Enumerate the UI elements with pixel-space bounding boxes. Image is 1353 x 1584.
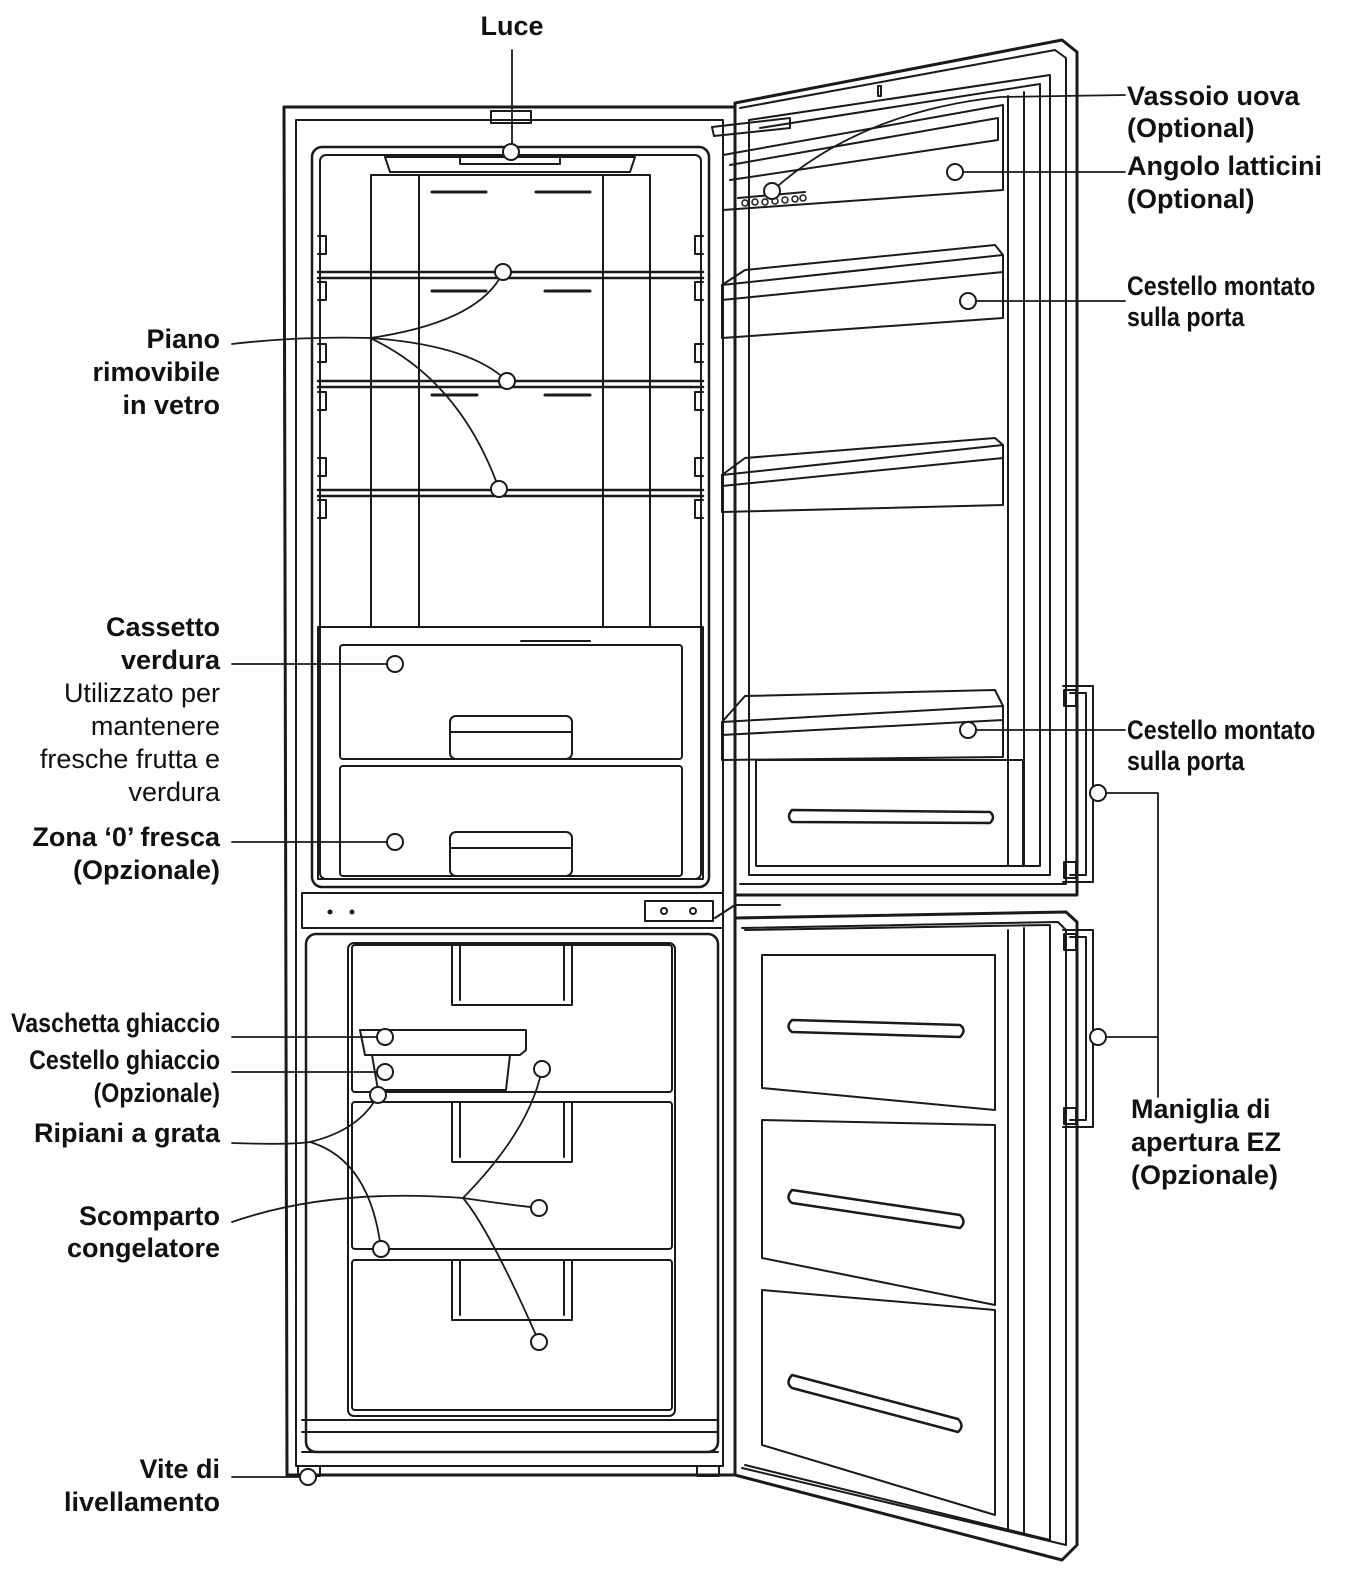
label-angolo-latticini-optional: (Optional): [1127, 184, 1255, 214]
label-vassoio-uova-optional: (Optional): [1127, 113, 1255, 143]
label-maniglia-opzionale: (Opzionale): [1131, 1160, 1278, 1190]
freezer-door: [714, 904, 1094, 1562]
label-vite-livellamento: livellamento: [63, 1487, 220, 1517]
label-cassetto-desc-2: mantenere: [90, 711, 220, 741]
label-scomparto-congelatore: congelatore: [66, 1233, 220, 1263]
label-cassetto-verdura: verdura: [120, 645, 220, 675]
label-scomparto: Scomparto: [78, 1201, 220, 1231]
label-vite: Vite di: [139, 1454, 220, 1484]
label-cestello-porta-top-line2: sulla porta: [1127, 302, 1245, 332]
label-zona-fresca: Zona ‘0’ fresca: [32, 822, 220, 852]
label-piano-rimovibile: rimovibile: [92, 357, 220, 387]
label-cassetto: Cassetto: [105, 612, 220, 642]
leader-lines: [231, 49, 1159, 1478]
label-piano: Piano: [146, 324, 220, 354]
label-luce: Luce: [480, 11, 544, 41]
label-vaschetta-ghiaccio: Vaschetta ghiaccio: [10, 1008, 220, 1038]
label-cassetto-desc-4: verdura: [128, 777, 220, 807]
label-maniglia: Maniglia di: [1131, 1094, 1271, 1124]
label-cassetto-desc-3: fresche frutta e: [39, 744, 220, 774]
label-piano-vetro: in vetro: [122, 390, 220, 420]
fridge-door: [711, 38, 1094, 897]
label-cestello-porta-mid-line2: sulla porta: [1127, 746, 1245, 776]
label-zona-fresca-opzionale: (Opzionale): [73, 855, 220, 885]
cabinet: [282, 105, 737, 1477]
label-maniglia-ez: apertura EZ: [1131, 1127, 1282, 1157]
label-vassoio-uova: Vassoio uova: [1127, 81, 1300, 111]
label-cassetto-desc-1: Utilizzato per: [63, 678, 220, 708]
label-cestello-porta-top: Cestello montato: [1127, 271, 1316, 301]
label-cestello-ghiaccio-opzionale: (Opzionale): [93, 1078, 220, 1108]
label-cestello-porta-mid: Cestello montato: [1127, 715, 1316, 745]
label-cestello-ghiaccio: Cestello ghiaccio: [29, 1045, 220, 1075]
label-ripiani-grata: Ripiani a grata: [33, 1118, 220, 1148]
label-angolo-latticini: Angolo latticini: [1127, 151, 1322, 181]
callout-dots: [299, 143, 1107, 1486]
